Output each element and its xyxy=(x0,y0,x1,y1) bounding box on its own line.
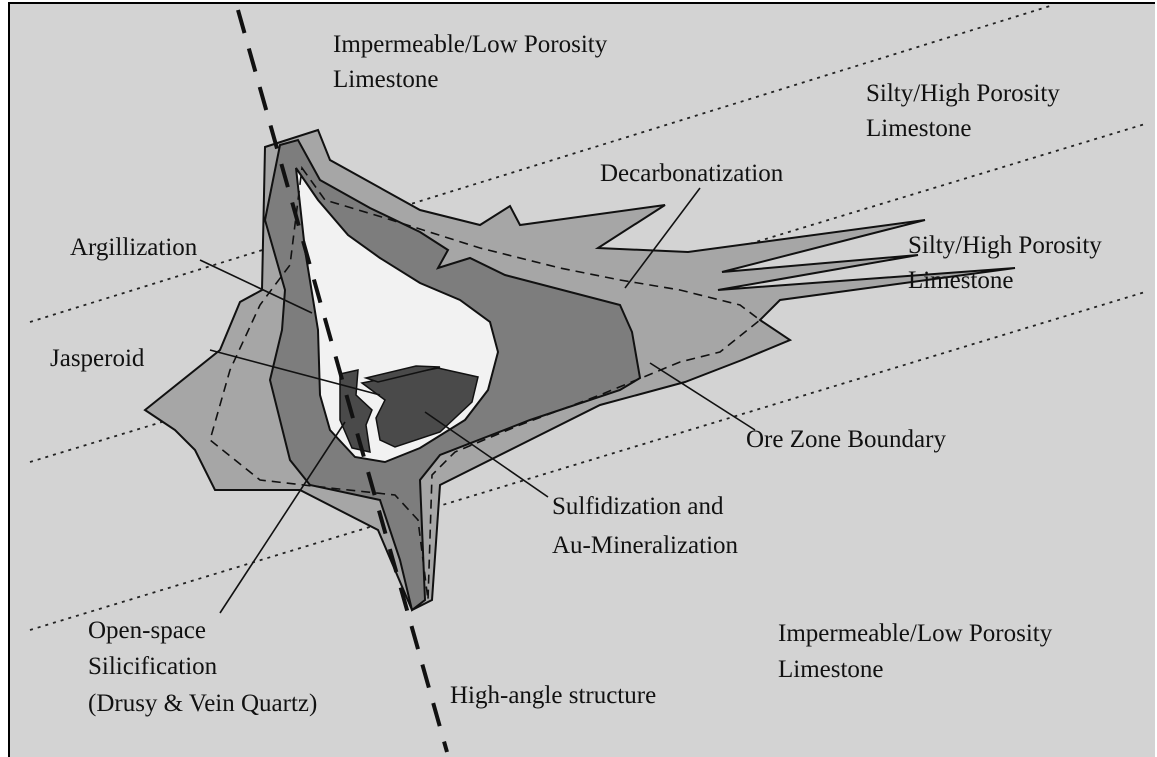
label-silty-upper-2: Limestone xyxy=(866,115,972,142)
label-sulfidization-2: Au-Mineralization xyxy=(552,532,739,559)
label-argillization: Argillization xyxy=(70,234,198,261)
label-high-angle-structure: High-angle structure xyxy=(450,682,656,709)
label-impermeable-bottom-2: Limestone xyxy=(778,656,884,683)
label-open-space-2: Silicification xyxy=(88,653,218,680)
label-sulfidization-1: Sulfidization and xyxy=(552,493,724,520)
label-open-space-1: Open-space xyxy=(88,617,206,644)
label-silty-middle-1: Silty/High Porosity xyxy=(908,232,1102,259)
label-jasperoid: Jasperoid xyxy=(50,345,145,372)
label-impermeable-bottom-1: Impermeable/Low Porosity xyxy=(778,620,1053,647)
label-impermeable-top-1: Impermeable/Low Porosity xyxy=(333,31,608,58)
label-decarbonatization: Decarbonatization xyxy=(600,160,784,187)
label-silty-upper-1: Silty/High Porosity xyxy=(866,80,1060,107)
label-impermeable-top-2: Limestone xyxy=(333,66,439,93)
label-silty-middle-2: Limestone xyxy=(908,267,1014,294)
label-ore-zone-boundary: Ore Zone Boundary xyxy=(746,426,946,453)
label-open-space-3: (Drusy & Vein Quartz) xyxy=(88,690,317,717)
